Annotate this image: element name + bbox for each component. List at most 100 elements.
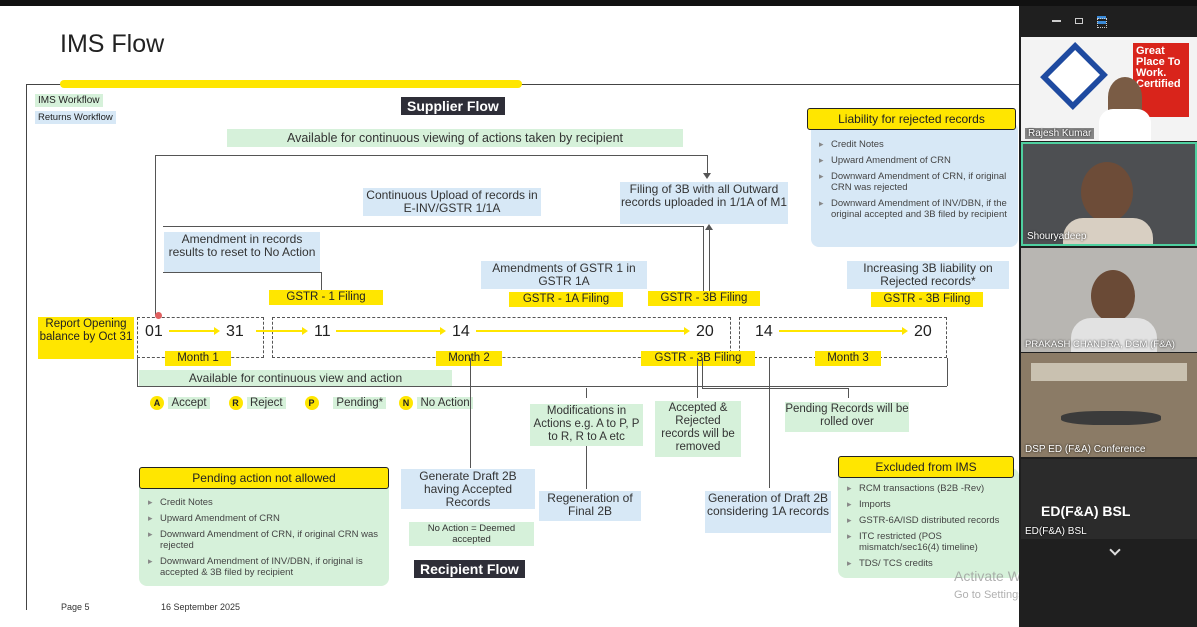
day-14a: 14 [452,323,470,340]
amendment-reset-box: Amendment in records results to reset to… [164,232,320,273]
connector-line [321,272,322,293]
connector-line [586,388,587,398]
gptw-badge: Great Place To Work. Certified [1133,43,1189,117]
excluded-panel: RCM transactions (B2B -Rev) Imports GSTR… [838,468,1019,578]
cursor-dot [155,312,162,319]
grid-icon[interactable] [1075,18,1083,24]
arrow-right-icon [684,327,690,335]
day-01: 01 [145,323,163,340]
connector-line [470,358,471,468]
legend-accept: Accept [168,396,210,409]
connector-line [137,358,138,386]
pending-rolled-box: Pending Records will be rolled over [785,402,909,432]
list-item: Credit Notes [819,139,1015,150]
list-item: Downward Amendment of CRN, if original C… [819,171,1015,193]
accept-icon: A [150,395,164,410]
video-tile-shouryadeep[interactable]: Shouryadeep [1021,142,1197,246]
arrow-right-icon [214,327,220,335]
no-action-icon: N [399,395,413,410]
arrow-up-icon [705,224,713,230]
day-31: 31 [226,323,244,340]
gstr3b-filing-label-month3: GSTR - 3B Filing [871,292,983,307]
no-action-deemed-box: No Action = Deemed accepted [409,522,534,546]
participant-name: DSP ED (F&A) Conference [1025,444,1146,455]
day-11: 11 [314,323,331,340]
conference-table [1061,411,1161,425]
connector-line [163,272,321,273]
connector-line [155,155,156,315]
excluded-list: RCM transactions (B2B -Rev) Imports GSTR… [847,483,1019,574]
available-view-action-box: Available for continuous view and action [139,370,452,386]
list-item: TDS/ TCS credits [847,558,1019,569]
gstr3b-filing-label-month2: GSTR - 3B Filing [641,351,755,366]
accent-bar [60,80,522,88]
list-item: Credit Notes [148,497,386,508]
connector-line [848,388,849,398]
participant-big-label: ED(F&A) BSL [1041,503,1131,519]
list-item: Downward Amendment of INV/DBN, if origin… [148,556,386,578]
participant-name: PRAKASH CHANDRA, DGM (F&A) [1025,339,1175,350]
avatar-body [1071,318,1157,352]
supplier-flow-label: Supplier Flow [401,97,505,115]
ceiling [1031,363,1187,381]
list-item: GSTR-6A/ISD distributed records [847,515,1019,526]
minimize-icon[interactable] [1052,20,1061,22]
presentation-slide: IMS Flow IMS Workflow Returns Workflow S… [0,6,1019,627]
recipient-flow-label: Recipient Flow [414,560,525,578]
filing-3b-outward-box: Filing of 3B with all Outward records up… [620,182,788,224]
participant-name: ED(F&A) BSL [1025,526,1087,537]
connector-line [769,358,770,488]
company-logo [1040,42,1108,110]
legend-reject: Reject [246,396,286,409]
list-item: Downward Amendment of INV/DBN, if the or… [819,198,1015,220]
video-tile-prakash[interactable]: PRAKASH CHANDRA, DGM (F&A) [1021,248,1197,352]
list-item: RCM transactions (B2B -Rev) [847,483,1019,494]
connector-line [586,443,587,489]
list-item: ITC restricted (POS mismatch/sec16(4) ti… [847,531,1019,553]
gstr1-filing-label: GSTR - 1 Filing [269,290,383,305]
legend-pending: Pending* [333,396,387,409]
connector-line [702,388,848,389]
month3-label: Month 3 [815,351,881,366]
slide-title: IMS Flow [60,30,165,58]
connector-line [703,226,704,298]
apps-icon[interactable] [1097,18,1107,28]
legend-no-action: No Action [417,396,473,409]
connector-line [702,358,703,388]
day-20b: 20 [914,323,932,340]
pending-panel: Credit Notes Upward Amendment of CRN Dow… [139,480,389,586]
continuous-upload-box: Continuous Upload of records in E-INV/GS… [363,188,541,216]
ims-workflow-tag: IMS Workflow [35,94,103,107]
excluded-title: Excluded from IMS [838,456,1014,478]
pending-title: Pending action not allowed [139,467,389,489]
month1-label: Month 1 [165,351,231,366]
video-tile-conference[interactable]: DSP ED (F&A) Conference [1021,353,1197,457]
connector-line [163,226,703,227]
connector-line [137,386,947,387]
day-20a: 20 [696,323,714,340]
liability-title: Liability for rejected records [807,108,1016,130]
list-item: Upward Amendment of CRN [148,513,386,524]
video-tile-rajesh[interactable]: Great Place To Work. Certified Rajesh Ku… [1021,37,1197,141]
video-tile-ed-bsl[interactable]: ED(F&A) BSL ED(F&A) BSL [1021,459,1197,539]
modifications-box: Modifications in Actions e.g. A to P, P … [530,404,643,446]
arrow-right-icon [302,327,308,335]
connector-line [947,358,948,386]
arrow-right-icon [902,327,908,335]
layout-icon[interactable] [1076,16,1106,24]
timeline-arrow [476,330,686,332]
arrow-down-icon [703,173,711,179]
amendments-gstr1-box: Amendments of GSTR 1 in GSTR 1A [481,261,647,289]
pending-icon: P [304,395,319,410]
generate-draft-box: Generate Draft 2B having Accepted Record… [401,469,535,509]
gstr3b-filing-label: GSTR - 3B Filing [648,291,760,306]
timeline-arrow [336,330,442,332]
day-14b: 14 [755,323,773,340]
participant-name: Shouryadeep [1027,231,1087,242]
report-opening-box: Report Opening balance by Oct 31 [38,317,134,359]
activate-windows-title: Activate Windows [954,568,1019,584]
avatar [1081,162,1133,222]
liability-panel: Credit Notes Upward Amendment of CRN Dow… [811,122,1018,247]
increasing-3b-box: Increasing 3B liability on Rejected reco… [847,261,1009,289]
avatar-body [1063,218,1153,244]
